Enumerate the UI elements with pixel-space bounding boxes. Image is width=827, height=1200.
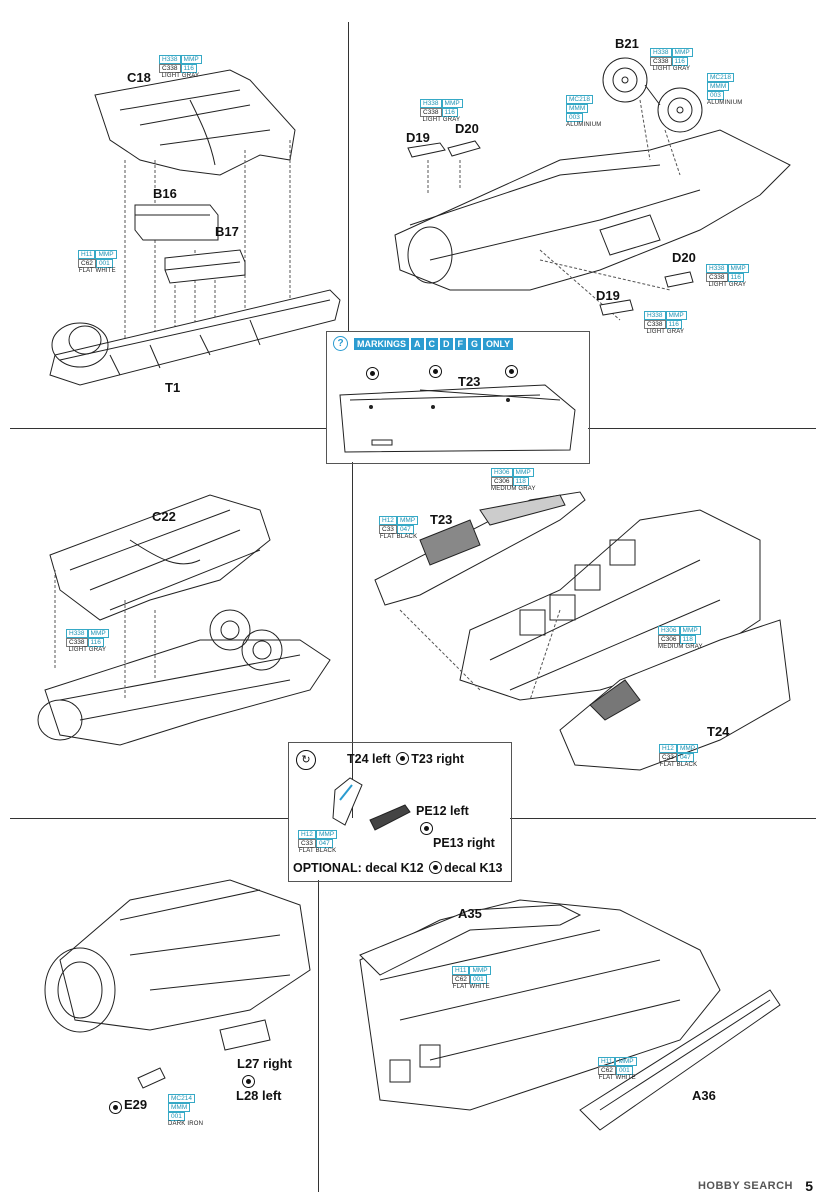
part-t23-drawing xyxy=(374,491,586,606)
t24-inset-box xyxy=(288,742,512,882)
horizontal-divider-2 xyxy=(10,818,288,819)
part-label-l28: L28 left xyxy=(236,1088,282,1103)
part-label-c18: C18 xyxy=(127,70,151,85)
fuselage-step2-drawing xyxy=(394,129,791,291)
vertical-divider-mid xyxy=(352,462,353,818)
paint-callout-aluminium-left: MC218 MMM 003 ALUMINIUM xyxy=(566,95,602,128)
vertical-divider-top xyxy=(348,22,349,332)
inset-frame-drawing xyxy=(332,777,411,831)
part-label-d20-top: D20 xyxy=(455,121,479,136)
fuselage-step3-drawing xyxy=(37,609,331,746)
mirror-icon xyxy=(429,861,443,874)
part-label-t23: T23 xyxy=(430,512,453,527)
horizontal-divider-2b xyxy=(510,818,816,819)
paint-callout-aluminium-right: MC218 MMM 003 ALUMINIUM xyxy=(707,73,743,106)
part-label-b21: B21 xyxy=(615,36,639,51)
vertical-divider-bottom xyxy=(318,880,319,1192)
part-b16-drawing xyxy=(134,204,219,241)
marking-letter-a: A xyxy=(411,337,424,350)
question-icon: ? xyxy=(333,336,348,351)
part-c18-drawing xyxy=(94,69,296,176)
t23-markings-drawing xyxy=(339,384,576,453)
part-e29-drawing xyxy=(137,1067,166,1089)
part-label-e29: E29 xyxy=(124,1097,148,1112)
fuselage-step6-drawing xyxy=(359,899,721,1111)
part-d19-right-drawing xyxy=(599,299,634,316)
part-t1-drawing xyxy=(49,289,341,386)
marking-letter-d: D xyxy=(440,337,453,350)
nose-step5-drawing xyxy=(44,879,311,1051)
part-label-b16: B16 xyxy=(153,186,177,201)
part-a36-drawing xyxy=(579,989,781,1131)
paint-callout-dark-iron: MC214 MMM 001 DARK IRON xyxy=(168,1094,204,1127)
drill-hole-icon xyxy=(429,365,442,378)
part-label-c22: C22 xyxy=(152,509,176,524)
part-a35-drawing xyxy=(359,904,582,976)
part-b21-drawing xyxy=(602,57,703,133)
part-label-t1: T1 xyxy=(165,380,181,395)
part-label-a35: A35 xyxy=(458,906,482,921)
mirror-icon xyxy=(109,1101,122,1114)
part-label-t24: T24 xyxy=(707,724,730,739)
mirror-icon xyxy=(242,1075,255,1088)
part-label-b17: B17 xyxy=(215,224,239,239)
watermark: HOBBY SEARCH xyxy=(697,1180,793,1192)
horizontal-divider-1b xyxy=(588,428,816,429)
part-c22-drawing xyxy=(49,494,271,621)
mirror-icon xyxy=(420,822,433,835)
part-label-l27: L27 right xyxy=(237,1056,292,1071)
drill-hole-icon xyxy=(505,365,518,378)
mirror-icon xyxy=(396,752,410,765)
part-label-d19-right: D19 xyxy=(596,288,620,303)
inset-pe12: PE12 left xyxy=(416,804,469,818)
part-d19-top-drawing xyxy=(407,142,446,158)
part-label-d20-right: D20 xyxy=(672,250,696,265)
drill-hole-icon xyxy=(366,367,379,380)
marking-letter-f: F xyxy=(454,337,466,350)
page-number: 5 xyxy=(805,1178,813,1194)
marking-letter-c: C xyxy=(425,337,438,350)
fuselage-step4-drawing xyxy=(459,509,761,701)
inset-line-t24-left: T24 left T23 right xyxy=(347,752,465,766)
inset-optional-decal: OPTIONAL: decal K12 decal K13 xyxy=(293,861,503,875)
part-d20-top-drawing xyxy=(447,140,481,157)
part-label-t23-markings: T23 xyxy=(458,374,481,389)
part-b17-drawing xyxy=(164,249,246,284)
horizontal-divider-1 xyxy=(10,428,326,429)
part-d20-right-drawing xyxy=(664,271,694,288)
part-label-a36: A36 xyxy=(692,1088,716,1103)
part-label-d19-top: D19 xyxy=(406,130,430,145)
markings-header: ? MARKINGS A C D F G ONLY xyxy=(333,336,514,351)
markings-box xyxy=(326,331,590,464)
rotate-icon: ↻ xyxy=(296,750,316,770)
inset-pe13: PE13 right xyxy=(433,836,495,850)
part-t24-drawing xyxy=(559,619,791,771)
marking-letter-g: G xyxy=(468,337,482,350)
